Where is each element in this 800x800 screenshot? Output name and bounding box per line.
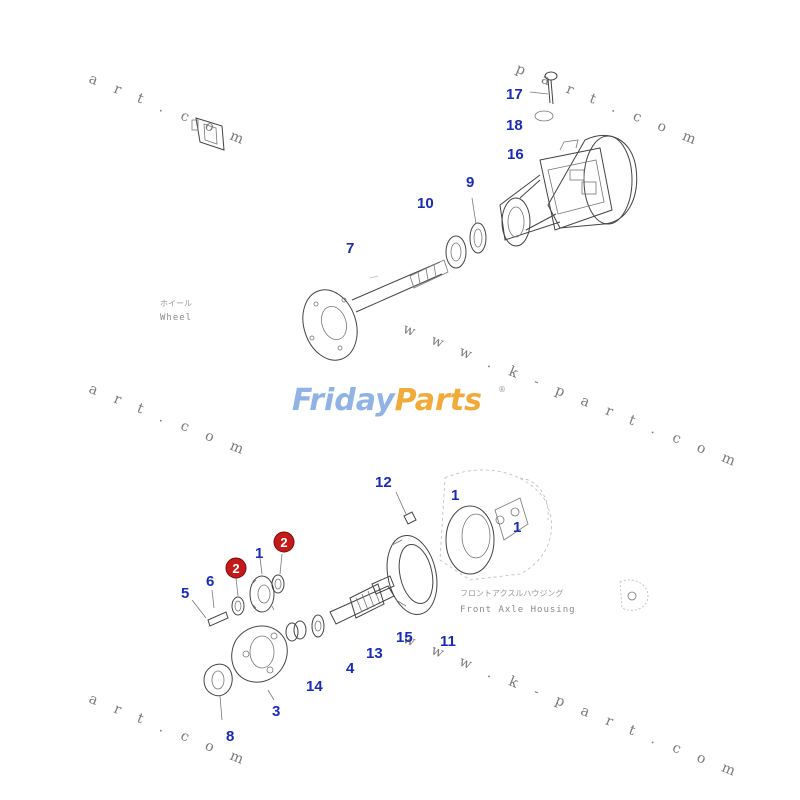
gear-shaft-13-icon <box>329 575 395 625</box>
bracket-part-icon <box>191 117 225 151</box>
pin-5-icon <box>191 599 229 627</box>
cover-8-icon <box>203 663 233 721</box>
bearing-2a-icon <box>231 577 245 616</box>
svg-text:2: 2 <box>232 561 239 576</box>
axle-housing-16-icon <box>499 134 638 247</box>
label-5: 5 <box>181 585 189 602</box>
housing-caption-en: Front Axle Housing <box>460 605 576 615</box>
part-labels: 17 18 16 9 10 7 12 1 1 1 6 5 15 11 13 4 … <box>181 86 524 745</box>
ring-14-icon <box>285 620 307 642</box>
watermark-www-kpart-2: w w w . k - p a r t . c o m <box>401 631 745 782</box>
seal-9-icon <box>469 197 487 254</box>
badge-2-left: 2 <box>225 557 247 579</box>
label-10: 10 <box>417 195 434 212</box>
label-1-right: 1 <box>513 519 521 536</box>
label-1-upper: 1 <box>451 487 459 504</box>
label-18: 18 <box>506 117 523 134</box>
wheel-caption-jp: ホイール <box>160 299 192 308</box>
pin-12-icon <box>395 491 417 525</box>
label-11: 11 <box>440 633 456 650</box>
label-14: 14 <box>306 678 323 695</box>
svg-text:®: ® <box>498 385 506 394</box>
label-6: 6 <box>206 573 214 590</box>
ring-gear-11-icon <box>386 535 438 615</box>
label-13: 13 <box>366 645 383 662</box>
watermark-art-com-2: a r t . c o m <box>87 381 253 460</box>
label-9: 9 <box>466 174 474 191</box>
bearing-2b-icon <box>271 553 285 594</box>
label-1-planet: 1 <box>255 545 263 562</box>
bolt-17-icon <box>544 71 558 105</box>
bearing-10-icon <box>445 235 467 269</box>
washer-6-icon <box>211 589 215 609</box>
label-17: 17 <box>506 86 523 103</box>
small-fitting-icon <box>619 579 649 611</box>
axle-shaft-7-icon <box>302 259 449 361</box>
svg-text:2: 2 <box>280 535 287 550</box>
label-15: 15 <box>396 629 413 646</box>
front-axle-housing-1-icon <box>439 469 552 581</box>
label-16: 16 <box>507 146 524 163</box>
watermark-part-com-1: p a r t . c o m <box>514 61 705 151</box>
planet-gear-1-icon <box>249 557 275 613</box>
fridayparts-logo: FridayParts ® <box>292 383 506 418</box>
label-7: 7 <box>346 240 354 257</box>
ring-18-icon <box>534 110 554 122</box>
wheel-caption-en: Wheel <box>160 313 192 323</box>
watermark-art-com-1: a r t . c o m <box>87 71 253 150</box>
planet-carrier-3-icon <box>231 625 288 701</box>
badge-2-right: 2 <box>273 531 295 553</box>
label-8: 8 <box>226 728 234 745</box>
watermark-group: a r t . c o m p a r t . c o m w w w . k … <box>87 61 745 782</box>
svg-text:FridayParts: FridayParts <box>292 383 482 418</box>
label-12: 12 <box>375 474 392 491</box>
washer-4-icon <box>311 614 325 638</box>
housing-caption-jp: フロントアクスルハウジング <box>460 588 563 598</box>
label-3: 3 <box>272 703 280 720</box>
label-4: 4 <box>346 660 355 677</box>
